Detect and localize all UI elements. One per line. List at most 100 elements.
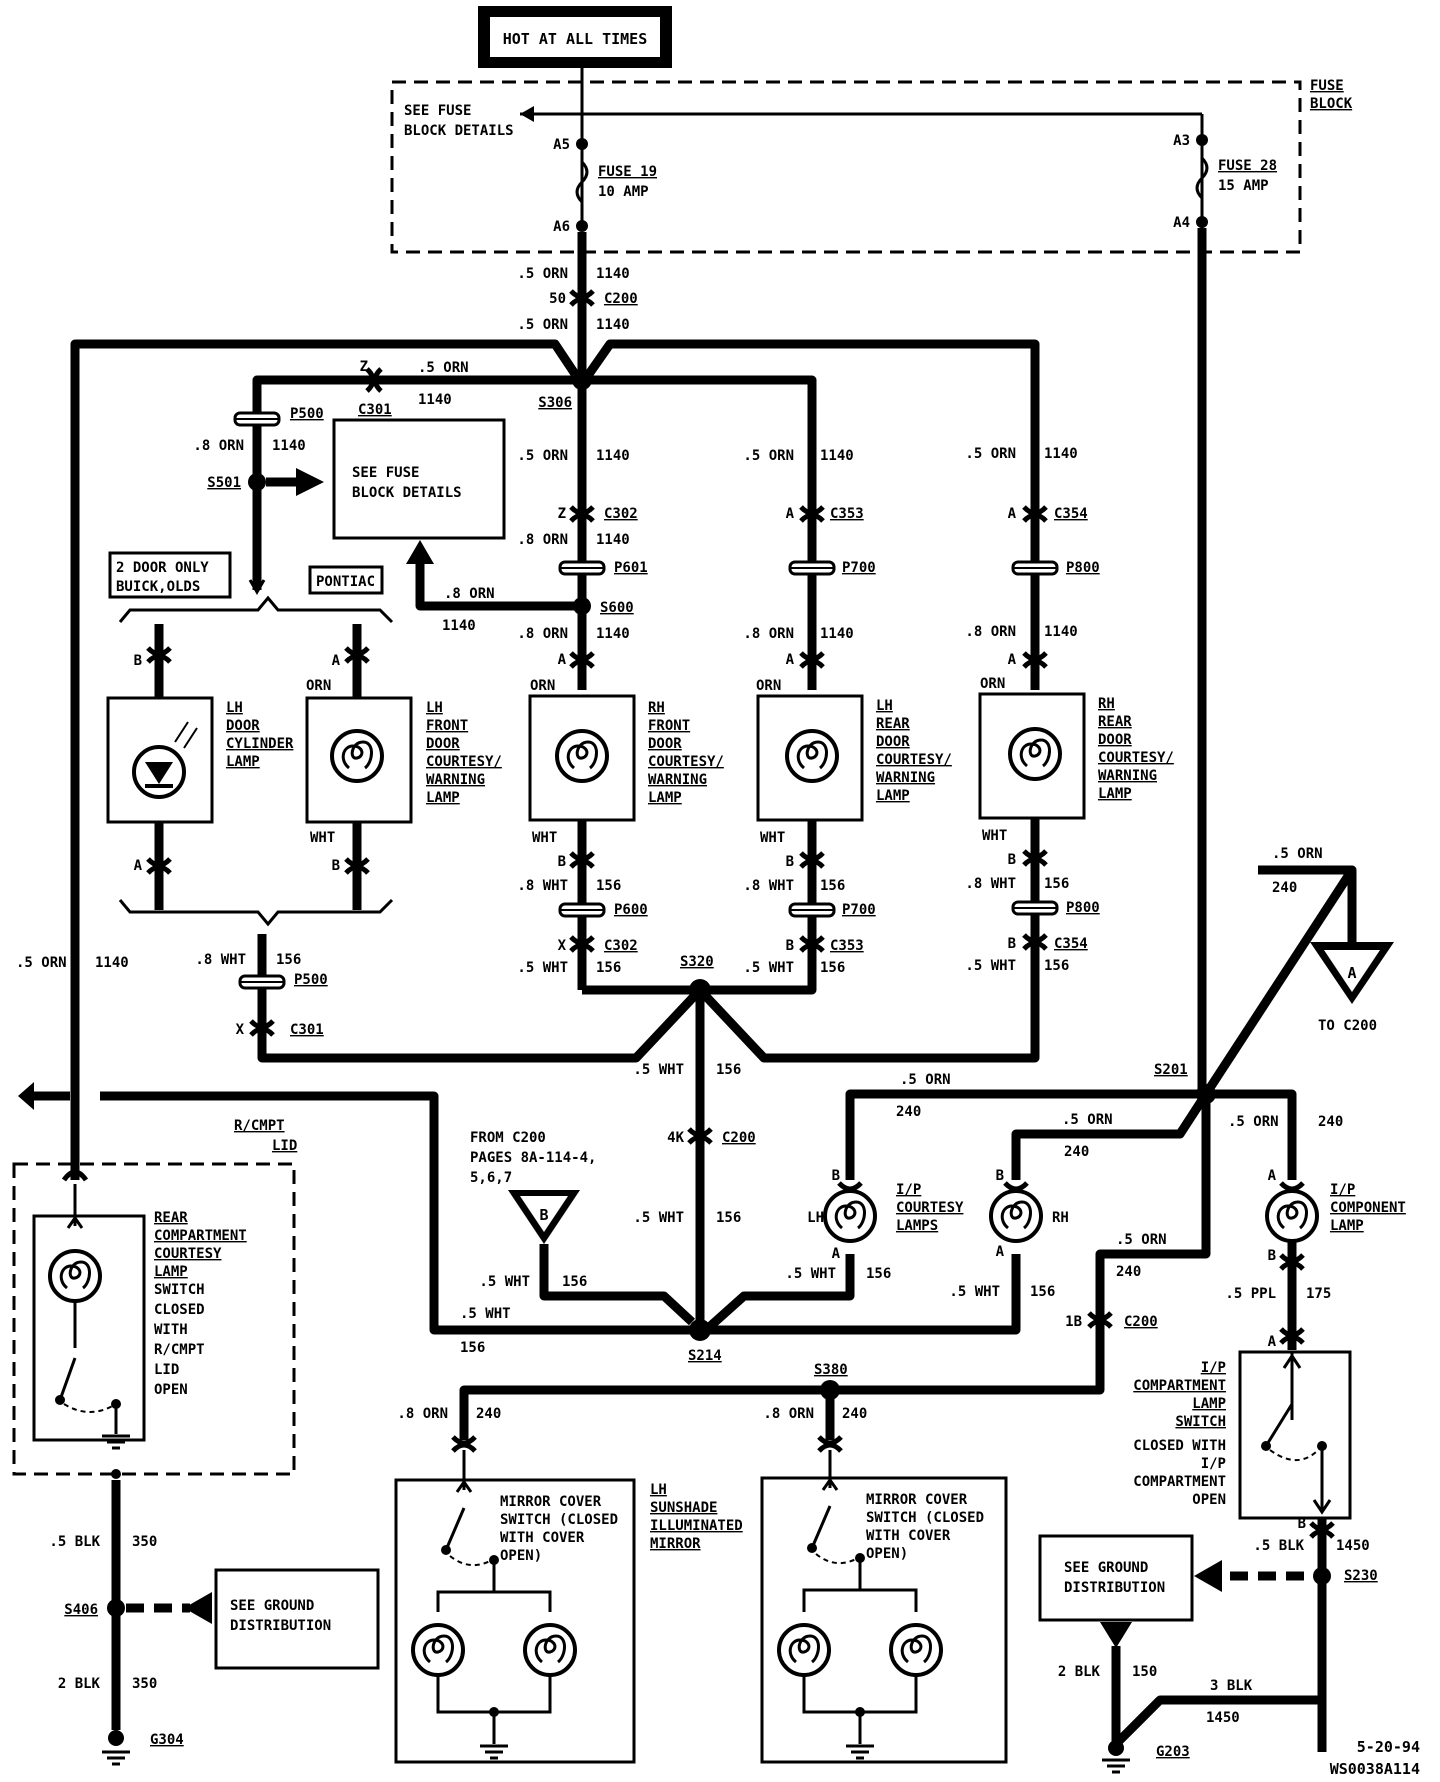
rh-label: RH <box>1052 1210 1069 1226</box>
ip-component-lamp: A B I/P COMPONENT LAMP .5 PPL 175 A <box>1225 1168 1406 1350</box>
marker-b: B <box>539 1206 548 1224</box>
wire-label: .5 ORN <box>1062 1112 1113 1128</box>
comp-label: LAMP <box>1330 1218 1364 1234</box>
circuit-label: 1140 <box>95 955 129 971</box>
from-c200-3: 5,6,7 <box>470 1170 512 1186</box>
connector-c353-label: C353 <box>830 938 864 954</box>
ip-courtesy-lamps: B A LH B A RH I/P COURTESY LAMPS <box>807 1168 1069 1262</box>
from-c200-1: FROM C200 <box>470 1130 546 1146</box>
see-ground-distribution-right: SEE GROUND DISTRIBUTION <box>1038 1534 1194 1622</box>
wire-label: .8 ORN <box>517 532 568 548</box>
comp-label: OPEN) <box>866 1546 908 1562</box>
wire-label: .8 WHT <box>517 878 568 894</box>
comp-label: LH <box>426 700 443 716</box>
wire-label: 2 BLK <box>58 1676 101 1692</box>
wire-label: .5 WHT <box>633 1062 684 1078</box>
comp-label: SWITCH (CLOSED <box>866 1510 984 1526</box>
comp-label: REAR <box>1098 714 1132 730</box>
comp-label: WARNING <box>1098 768 1157 784</box>
comp-label: MIRROR <box>650 1536 701 1552</box>
circuit-label: 156 <box>716 1062 741 1078</box>
connector-p800-label: P800 <box>1066 560 1100 576</box>
circuit-label: 1140 <box>442 618 476 634</box>
wire-label: .8 ORN <box>444 586 495 602</box>
pin-label: B <box>558 854 566 870</box>
pin-label: B <box>1268 1248 1276 1264</box>
wire-color-label: ORN <box>756 678 781 694</box>
connector-c200-label: C200 <box>722 1130 756 1146</box>
pin-label: B <box>1008 936 1016 952</box>
comp-label: CYLINDER <box>226 736 294 752</box>
pin-label: A <box>786 652 795 668</box>
splice-s320-label: S320 <box>680 954 714 970</box>
comp-label: I/P <box>1330 1182 1355 1198</box>
lh-rear-door-column: .5 ORN 1140 A C353 P700 .8 ORN 1140 A OR… <box>700 448 952 995</box>
pin-label: A <box>996 1244 1005 1260</box>
wire-label: .5 WHT <box>517 960 568 976</box>
comp-label: LAMP <box>226 754 260 770</box>
see-ground-1: SEE GROUND <box>230 1598 314 1614</box>
pin-label: B <box>832 1168 840 1184</box>
wire-color-label: ORN <box>530 678 555 694</box>
splice-s201-label: S201 <box>1154 1062 1188 1078</box>
lh-label: LH <box>807 1210 824 1226</box>
comp-label: FRONT <box>648 718 690 734</box>
ground-g304-label: G304 <box>150 1732 184 1748</box>
circuit-label: 1450 <box>1336 1538 1370 1554</box>
splice-s501 <box>248 473 266 491</box>
comp-label: SUNSHADE <box>650 1500 717 1516</box>
circuit-label: 240 <box>1272 880 1297 896</box>
comp-label: WARNING <box>426 772 485 788</box>
comp-label: RH <box>648 700 665 716</box>
circuit-label: 240 <box>1116 1264 1141 1280</box>
top-bracket <box>118 595 394 624</box>
connector-p601-label: P601 <box>614 560 648 576</box>
comp-label: OPEN <box>154 1382 188 1398</box>
comp-label: WITH COVER <box>866 1528 951 1544</box>
circuit-label: 156 <box>820 878 845 894</box>
comp-label: LAMP <box>1192 1396 1226 1412</box>
connector-c353-label: C353 <box>830 506 864 522</box>
fuse19-rating: 10 AMP <box>598 184 649 200</box>
circuit-label: 156 <box>596 878 621 894</box>
wire-label: .8 ORN <box>965 624 1016 640</box>
fuse28-out-pin: A4 <box>1173 215 1190 231</box>
pin-label: B <box>332 858 340 874</box>
wire-label: .5 ORN <box>517 448 568 464</box>
wire-label: .5 WHT <box>785 1266 836 1282</box>
comp-label: COURTESY <box>154 1246 222 1262</box>
wire-label: .5 ORN <box>743 448 794 464</box>
circuit-label: 156 <box>1044 958 1069 974</box>
wire-label: .8 ORN <box>743 626 794 642</box>
wire-label: .5 ORN <box>16 955 67 971</box>
circuit-label: 1140 <box>596 448 630 464</box>
circuit-label: 156 <box>716 1210 741 1226</box>
wire-label: .8 WHT <box>195 952 246 968</box>
comp-label: I/P <box>1201 1360 1226 1376</box>
wire-label: .5 ORN <box>418 360 469 376</box>
splice-s406 <box>107 1599 125 1617</box>
comp-label: DOOR <box>876 734 910 750</box>
two-door-note-2: BUICK,OLDS <box>116 579 200 595</box>
rcmpt-lid-area: R/CMPT LID REAR COMPARTMENT COURTESY LAM… <box>12 1118 297 1766</box>
wire-label: .5 ORN <box>1272 846 1323 862</box>
pin-label: B <box>1008 852 1016 868</box>
lh-front-door-courtesy-lamp: A ORN WHT B LH FRONT DOOR COURTESY/ WARN… <box>305 624 502 910</box>
pontiac-note <box>308 565 384 595</box>
comp-label: COURTESY <box>896 1200 964 1216</box>
splice-s501-label: S501 <box>207 475 241 491</box>
circuit-label: 1140 <box>1044 624 1078 640</box>
comp-label: DOOR <box>648 736 682 752</box>
pin-label: Z <box>360 359 368 375</box>
circuit-label: 1140 <box>1044 446 1078 462</box>
wire-label: .8 ORN <box>193 438 244 454</box>
circuit-label: 156 <box>1044 876 1069 892</box>
pin-label: X <box>236 1022 245 1038</box>
circuit-label: 350 <box>132 1534 157 1550</box>
fuse19-name: FUSE 19 <box>598 164 657 180</box>
fuse-block-label-1: FUSE <box>1310 78 1344 94</box>
ground-g203: 2 BLK 150 3 BLK 1450 G203 <box>1058 1622 1327 1774</box>
pin-label: X <box>558 938 567 954</box>
comp-label: MIRROR COVER <box>866 1492 968 1508</box>
see-ground-2: DISTRIBUTION <box>1064 1580 1165 1596</box>
